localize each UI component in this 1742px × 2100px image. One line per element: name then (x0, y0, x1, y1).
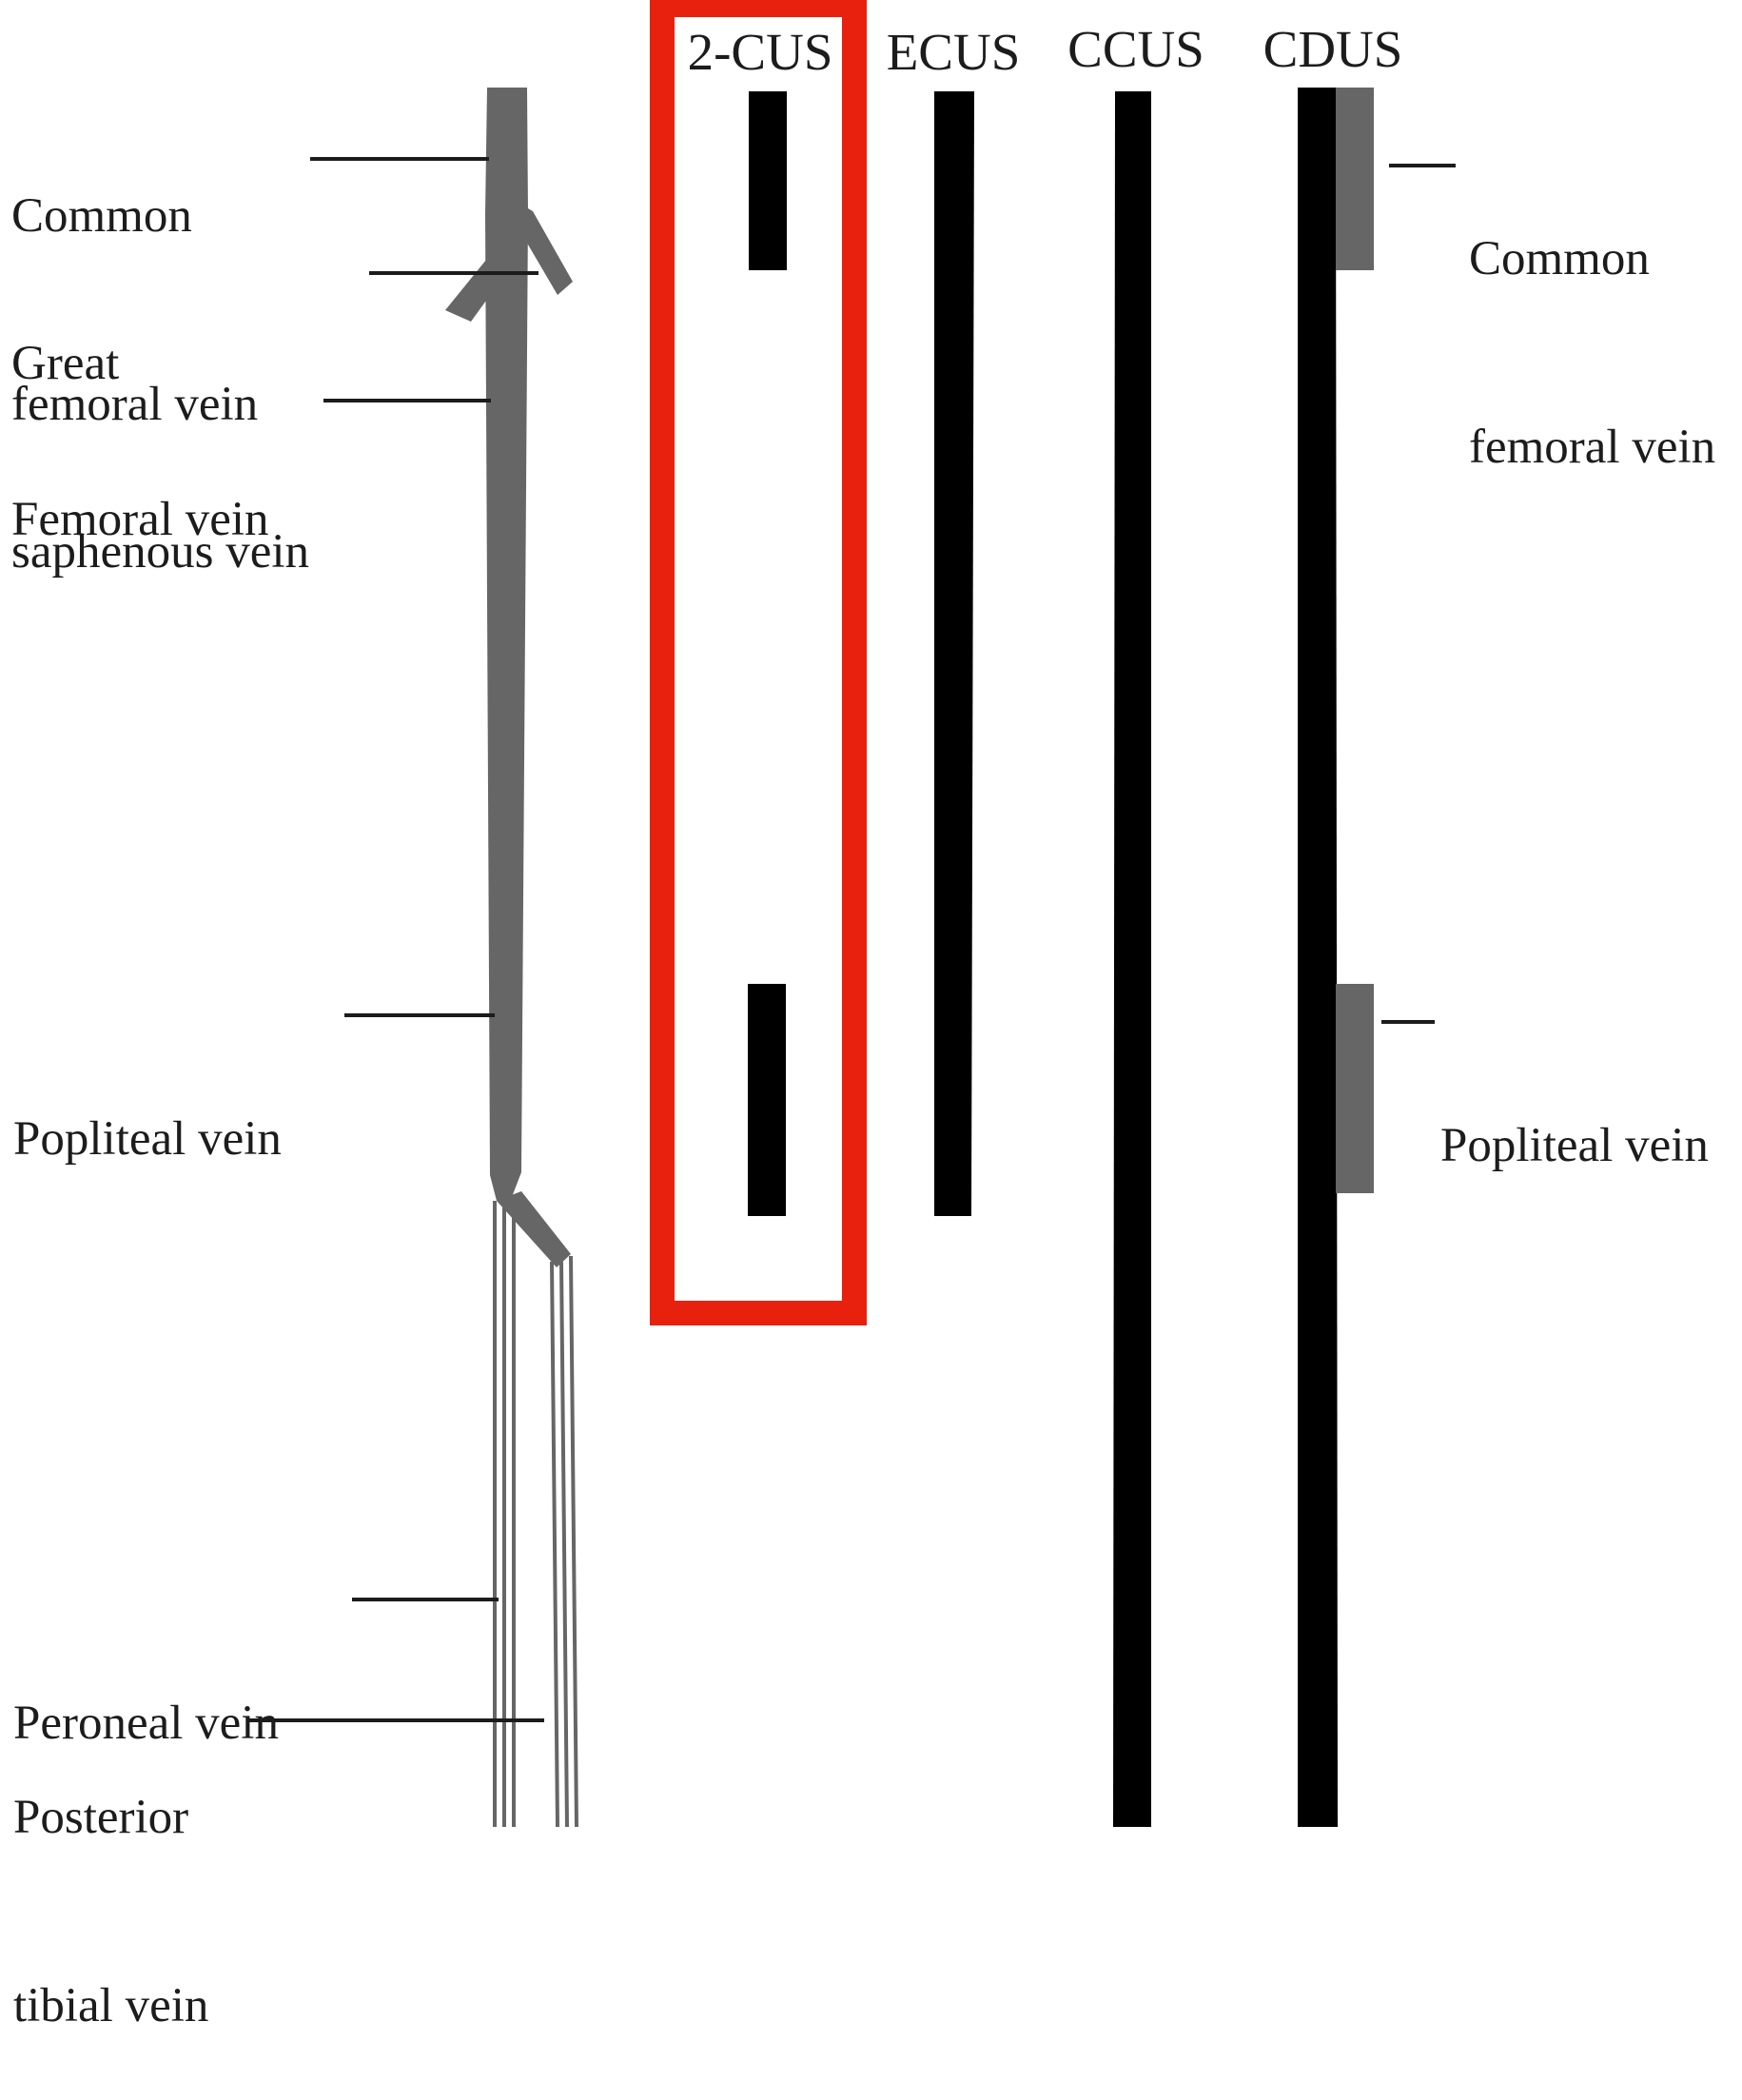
main-vein (485, 88, 528, 1201)
cdus-gray-segments (1336, 88, 1374, 1193)
label-line: femoral vein (1469, 421, 1716, 474)
femoral-fork-branch (514, 200, 573, 295)
vein-schematic (445, 88, 573, 1267)
bar-ccus (1113, 91, 1151, 1827)
label-line: femoral vein (11, 378, 259, 431)
right-label-common-femoral-vein: Common femoral vein (1469, 102, 1715, 541)
column-header-ccus: CCUS (1067, 20, 1204, 78)
label-posterior-tibial-vein: Posterior tibial vein (13, 1660, 208, 2100)
left-leader-lines (249, 157, 544, 1722)
label-peroneal-vein: Peroneal vein (13, 1566, 279, 1817)
label-line: Popliteal vein (1440, 1119, 1709, 1172)
bar-2cus-popliteal (748, 984, 786, 1216)
calf-veins (493, 1201, 578, 1828)
label-line: Great (11, 337, 120, 390)
column-header-cdus: CDUS (1262, 20, 1403, 78)
bar-cdus (1298, 88, 1338, 1827)
label-common-femoral-vein: Common femoral vein (11, 59, 258, 499)
column-header-ecus: ECUS (886, 23, 1021, 81)
label-line: Posterior (13, 1791, 189, 1844)
vein-diagram (249, 0, 1456, 1828)
right-leader-lines (1381, 164, 1456, 1024)
label-line: saphenous vein (11, 525, 310, 579)
bar-2cus-common-femoral (749, 91, 787, 270)
label-great-saphenous-vein: Great saphenous vein (11, 206, 309, 646)
label-femoral-vein: Femoral vein (11, 363, 269, 614)
bar-ecus (934, 91, 974, 1216)
right-label-popliteal-vein: Popliteal vein (1440, 989, 1709, 1240)
label-popliteal-vein: Popliteal vein (13, 982, 282, 1233)
label-line: Popliteal vein (13, 1112, 282, 1166)
great-saphenous-branch (445, 249, 523, 322)
label-line: Common (1469, 232, 1650, 285)
column-header-2cus: 2-CUS (687, 23, 833, 81)
label-line: tibial vein (13, 1979, 209, 2032)
cdus-segment-popliteal (1336, 984, 1374, 1193)
cdus-segment-common-femoral (1336, 88, 1374, 270)
label-line: Femoral vein (11, 493, 269, 546)
scan-bars (748, 88, 1338, 1827)
label-line: Peroneal vein (13, 1697, 279, 1750)
label-line: Common (11, 189, 192, 243)
highlight-box-2cus (650, 0, 867, 1325)
calf-fork-branch (497, 1191, 571, 1267)
